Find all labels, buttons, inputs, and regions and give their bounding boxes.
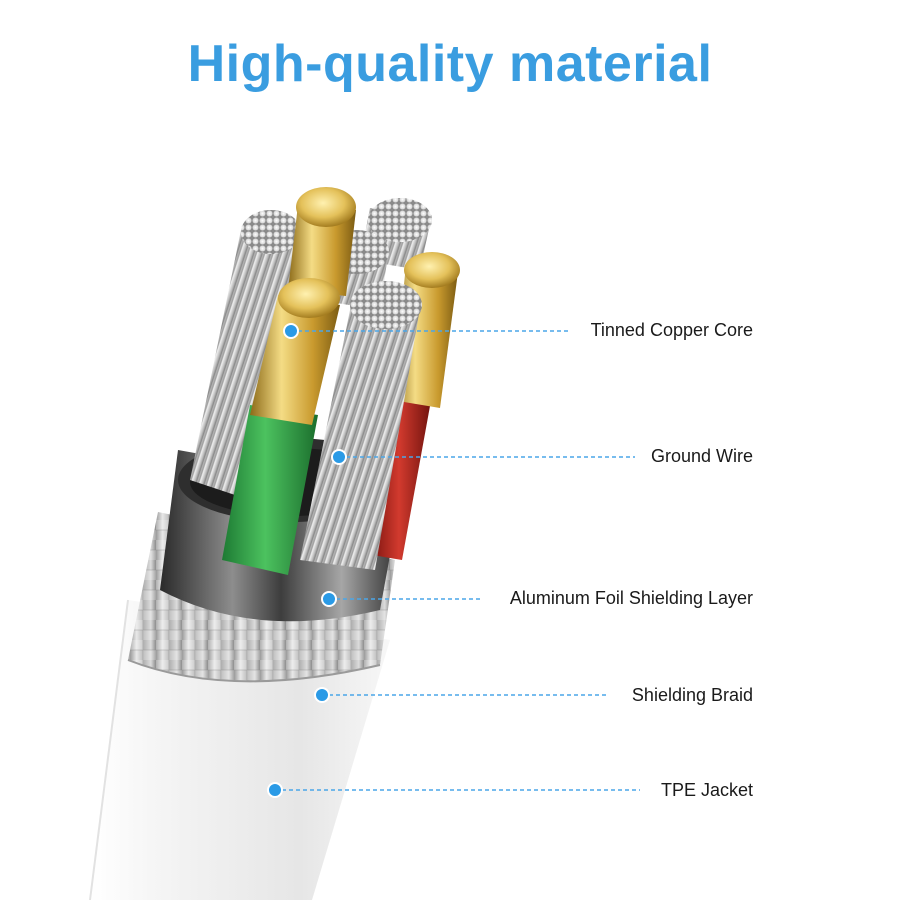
page-title: High-quality material <box>187 35 713 93</box>
front-ground-wire <box>300 281 422 570</box>
label-tpe-jacket: TPE Jacket <box>660 780 753 800</box>
label-tinned-copper-core: Tinned Copper Core <box>590 320 753 340</box>
label-shielding-braid: Shielding Braid <box>631 685 753 705</box>
callout-tpe-jacket <box>267 782 640 798</box>
green-insulated-core <box>222 278 340 575</box>
callout-ground-wire <box>331 449 635 465</box>
back-copper-core <box>288 187 356 296</box>
callout-tinned-copper-core <box>283 323 570 339</box>
callout-aluminum-foil <box>321 591 480 607</box>
callout-shielding-braid <box>314 687 608 703</box>
label-ground-wire: Ground Wire <box>650 446 753 466</box>
label-aluminum-foil-shielding-layer: Aluminum Foil Shielding Layer <box>509 588 753 608</box>
